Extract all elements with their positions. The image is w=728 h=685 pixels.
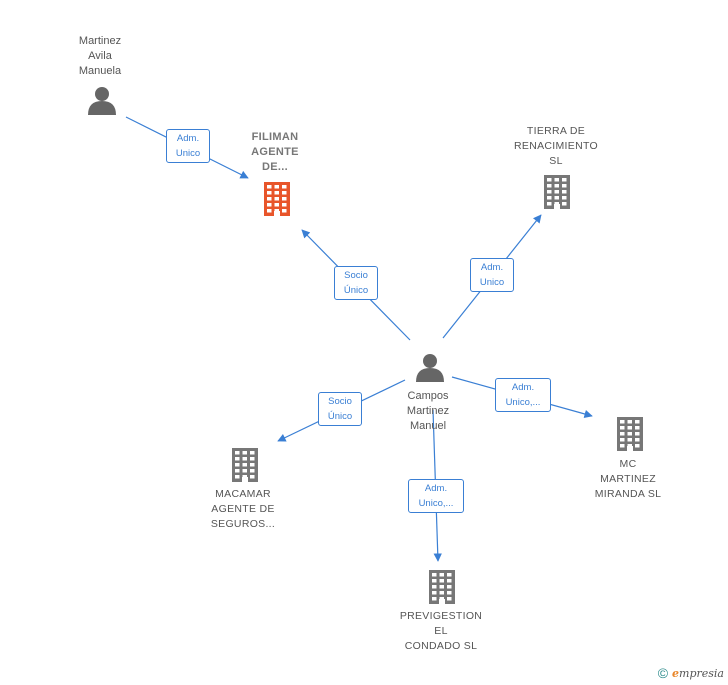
edge-label-martinez-filiman[interactable]: Adm. Unico [166,129,210,163]
building-icon-previgestion[interactable] [429,570,455,604]
edge-label-campos-filiman[interactable]: Socio Único [334,266,378,300]
node-label-previgestion[interactable]: PREVIGESTION EL CONDADO SL [399,610,483,652]
brand-logo[interactable]: empresia [672,666,724,680]
building-icon-macamar[interactable] [232,448,258,482]
node-label-martinez[interactable]: Martinez Avila Manuela [78,35,122,77]
node-label-filiman[interactable]: FILIMAN AGENTE DE... [251,131,299,173]
person-icon-campos[interactable] [416,354,444,382]
building-icon-tierra[interactable] [544,175,570,209]
node-label-campos[interactable]: Campos Martinez Manuel [406,390,450,432]
building-icon-filiman[interactable] [264,182,290,216]
edge-label-campos-macamar[interactable]: Socio Único [318,392,362,426]
node-label-tierra[interactable]: TIERRA DE RENACIMIENTO SL [514,125,598,167]
node-label-macamar[interactable]: MACAMAR AGENTE DE SEGUROS... [210,488,276,530]
person-icon-martinez[interactable] [88,87,116,115]
node-label-mc[interactable]: MC MARTINEZ MIRANDA SL [594,458,662,500]
building-icon-mc[interactable] [617,417,643,451]
icons-layer [88,87,643,604]
footer: © empresia [658,665,724,681]
edge-label-campos-mc[interactable]: Adm. Unico,... [495,378,551,412]
copyright-icon: © [657,665,669,681]
edge-label-campos-tierra[interactable]: Adm. Unico [470,258,514,292]
edge-label-campos-previgestion[interactable]: Adm. Unico,... [408,479,464,513]
